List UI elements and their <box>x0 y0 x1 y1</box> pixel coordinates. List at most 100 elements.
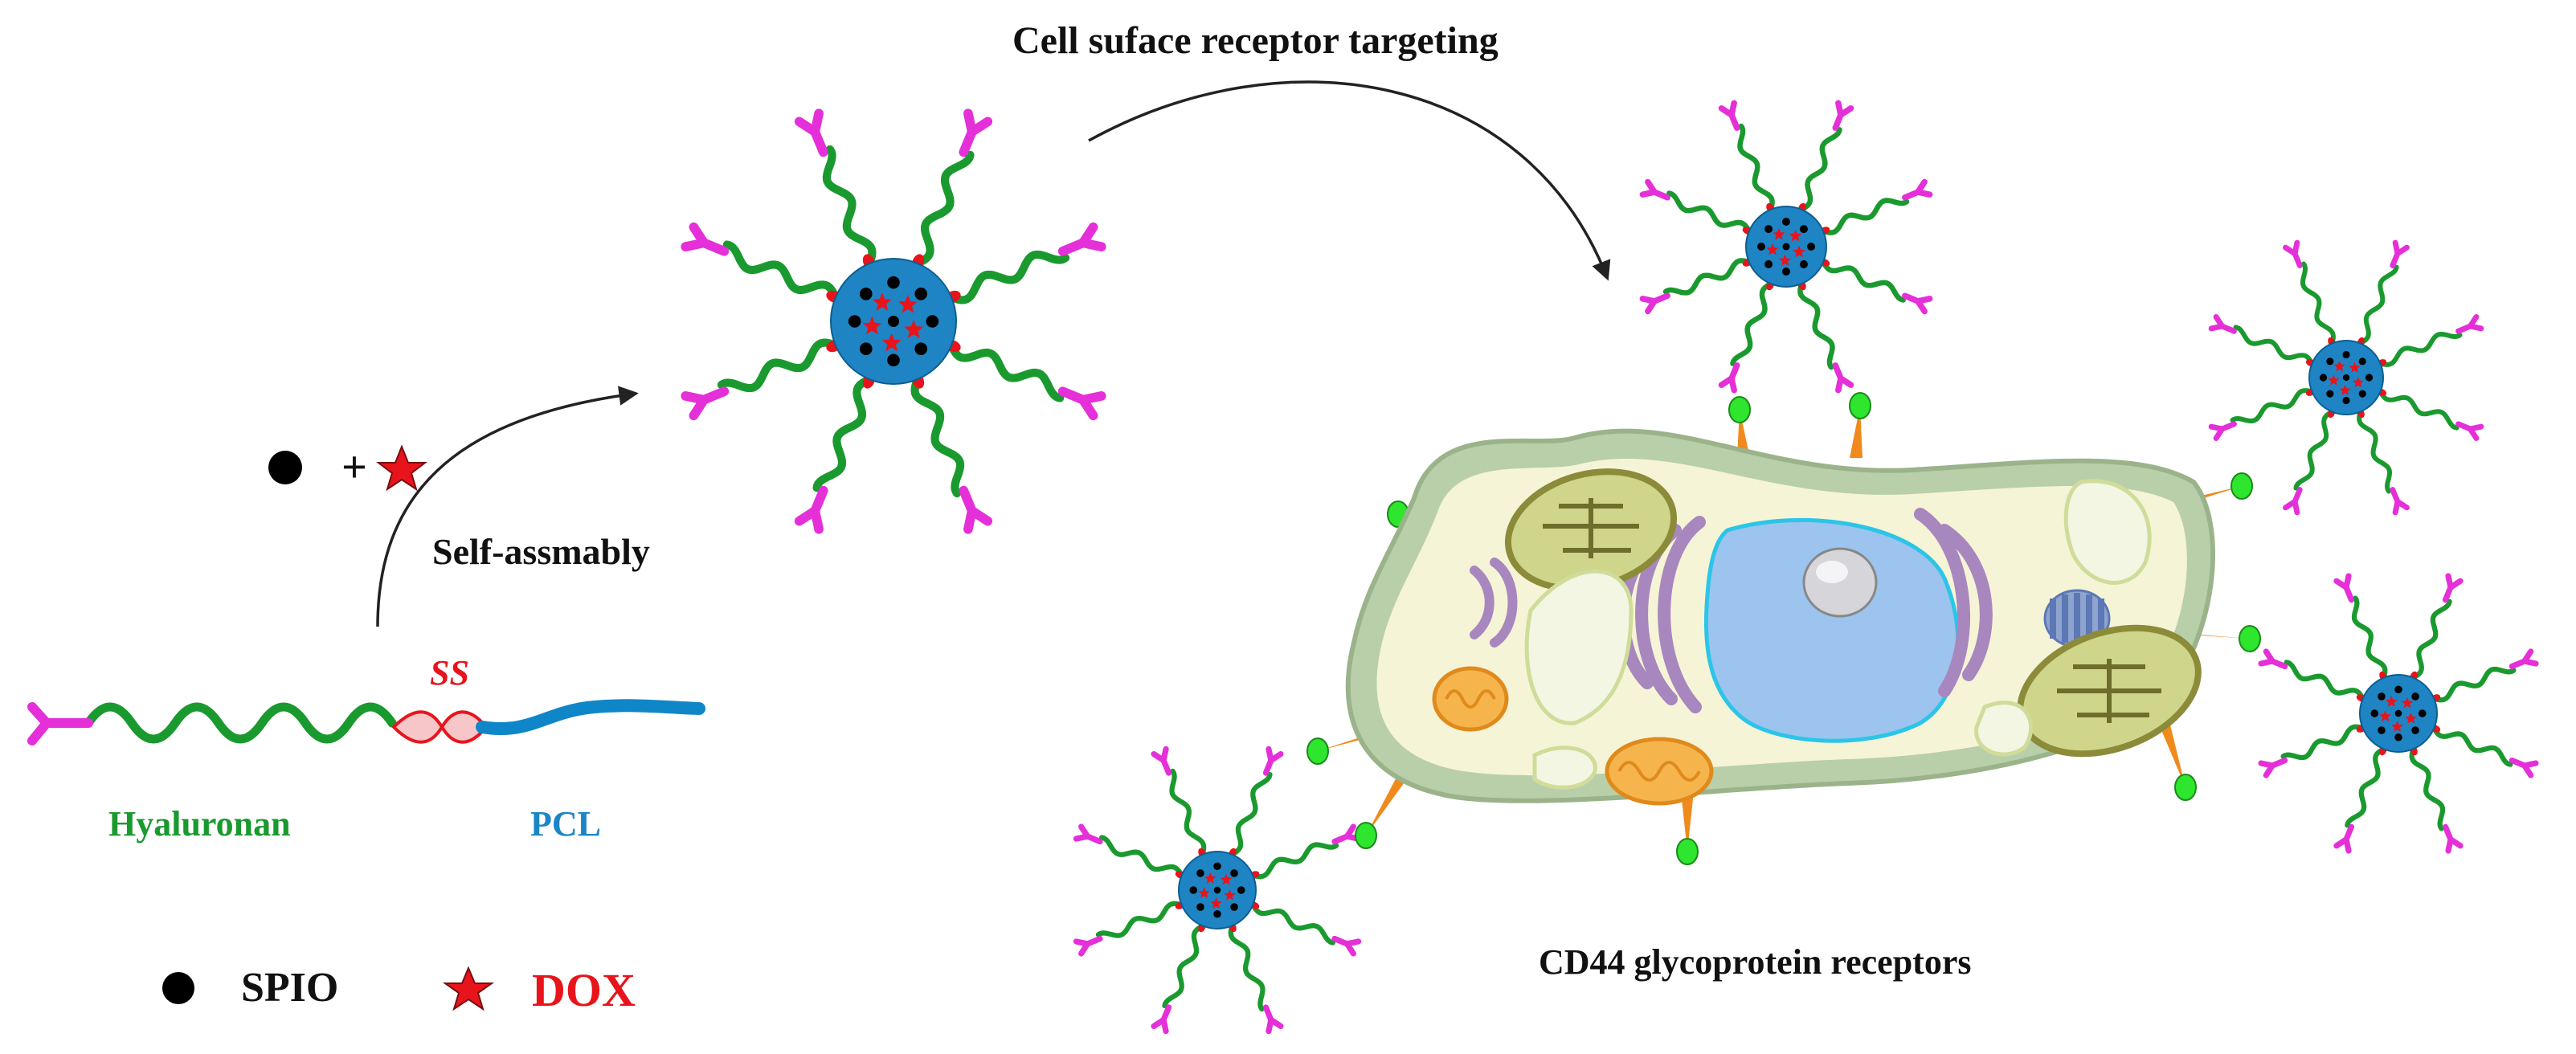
spio-plus-dot <box>268 451 302 484</box>
micelle-arm <box>947 341 1065 402</box>
micelle-ligand <box>2442 823 2464 854</box>
plus-sign: + <box>341 443 367 492</box>
spio-particle <box>2378 726 2386 734</box>
dox-molecule <box>2391 721 2403 732</box>
micelle-1 <box>681 108 1106 534</box>
micelle-arm <box>2410 598 2452 680</box>
cd44-receptor <box>2239 625 2261 652</box>
golgi-far-left <box>1470 558 1518 648</box>
dox-molecule <box>1793 245 1805 258</box>
micelle-ligand <box>794 485 828 534</box>
micelle-arm <box>2345 746 2386 828</box>
spio-particle <box>2342 396 2350 405</box>
spio-particle <box>887 276 900 289</box>
spio-particle <box>2358 357 2366 366</box>
micelle-arm <box>1662 258 1752 296</box>
dox-legend-star <box>442 966 495 1011</box>
micelle-ligand <box>681 386 730 421</box>
micelle-arm <box>1250 842 1339 880</box>
spio-particle <box>1764 259 1773 268</box>
spio-particle <box>1782 218 1790 226</box>
micelle-ligand <box>2258 648 2288 670</box>
micelle-arm <box>722 240 840 302</box>
spio-legend-dot <box>162 972 194 1004</box>
micelle-ligand <box>2333 573 2355 603</box>
dox-molecule <box>1224 889 1236 901</box>
cd44-receptor <box>1728 396 1751 423</box>
spio-particle <box>1230 903 1238 911</box>
micelle-arm <box>1169 768 1207 857</box>
cd44-receptor <box>1355 822 1377 849</box>
vacuole-right <box>2063 479 2152 585</box>
cd44-receptor <box>2174 774 2197 801</box>
dox-molecule <box>2339 384 2351 395</box>
spio-particle <box>2342 374 2350 382</box>
micelle-ligand <box>1639 292 1670 315</box>
micelle-arm <box>1737 123 1775 213</box>
spio-particle <box>2394 733 2402 741</box>
micelle-ligand <box>959 485 993 534</box>
spio-particle <box>1237 886 1245 894</box>
dox-molecule <box>1789 229 1802 242</box>
nucleus <box>1703 517 1961 743</box>
micelle-5 <box>1073 746 1362 1035</box>
micelle-ligand <box>2333 823 2355 854</box>
receptor-stem <box>1681 791 1694 852</box>
micelle-ligand <box>1151 746 1172 776</box>
micelle-arm <box>1228 923 1266 1012</box>
micelle-arm <box>1229 771 1273 857</box>
micelle-arm <box>1730 280 1774 366</box>
micelle-arm <box>1098 835 1184 878</box>
micelle-arm <box>1820 259 1906 303</box>
micelle-ligand <box>2455 421 2484 441</box>
spio-particle <box>1196 869 1204 877</box>
micelle-arm <box>2357 409 2393 494</box>
dox-molecule <box>2405 712 2417 724</box>
micelle-arm <box>2378 331 2463 367</box>
spio-particle <box>2358 390 2366 398</box>
spio-particle <box>2394 709 2402 717</box>
micelle-ligand <box>2283 487 2303 516</box>
spio-particle <box>1230 869 1238 877</box>
spio-particle <box>2326 357 2334 366</box>
dox-molecule <box>2333 360 2345 372</box>
micelle-arm <box>2351 595 2388 680</box>
spio-particle <box>1213 886 1221 894</box>
spio-particle <box>2418 709 2427 717</box>
micelle-4 <box>2258 573 2539 854</box>
target-cell <box>1306 392 2261 865</box>
dox-legend-label: DOX <box>532 964 636 1016</box>
spio-particle <box>2365 374 2374 382</box>
spio-legend-label: SPIO <box>241 965 338 1011</box>
micelle-ligand <box>2390 487 2410 516</box>
micelle-arm <box>2357 264 2399 346</box>
micelle-ligand <box>2208 421 2237 441</box>
ss-label: SS <box>430 653 469 692</box>
spio-particle <box>887 315 900 328</box>
dox-molecule <box>881 333 902 352</box>
spio-particle <box>887 353 900 367</box>
spio-particle <box>2394 685 2402 694</box>
dox-molecule <box>1220 873 1233 885</box>
micelle-ligand <box>1902 292 1933 315</box>
mitochondrion-left <box>1432 666 1509 732</box>
self-assembly-arrow <box>376 386 639 627</box>
micelle-arm <box>2378 389 2459 431</box>
spio-particle <box>1213 909 1221 918</box>
cd44-receptor <box>1306 737 1329 765</box>
micelle-ligand <box>1832 100 1854 131</box>
dox-molecule <box>898 294 918 313</box>
spio-particle <box>1782 268 1790 276</box>
spio-particle <box>914 342 927 355</box>
nucleolus-highlight <box>1816 561 1848 583</box>
dox-molecule <box>873 292 892 311</box>
spio-particle <box>1189 886 1198 894</box>
cd44-receptor <box>2230 472 2253 500</box>
vacuole-bottom-left <box>1532 746 1597 790</box>
micelle-ligand <box>2283 239 2303 268</box>
micelle-arm <box>1095 901 1184 938</box>
micelle-ligand <box>1718 362 1740 394</box>
receptors-label: CD44 glycoprotein receptors <box>1539 942 1971 982</box>
micelle-ligand <box>1073 823 1103 845</box>
